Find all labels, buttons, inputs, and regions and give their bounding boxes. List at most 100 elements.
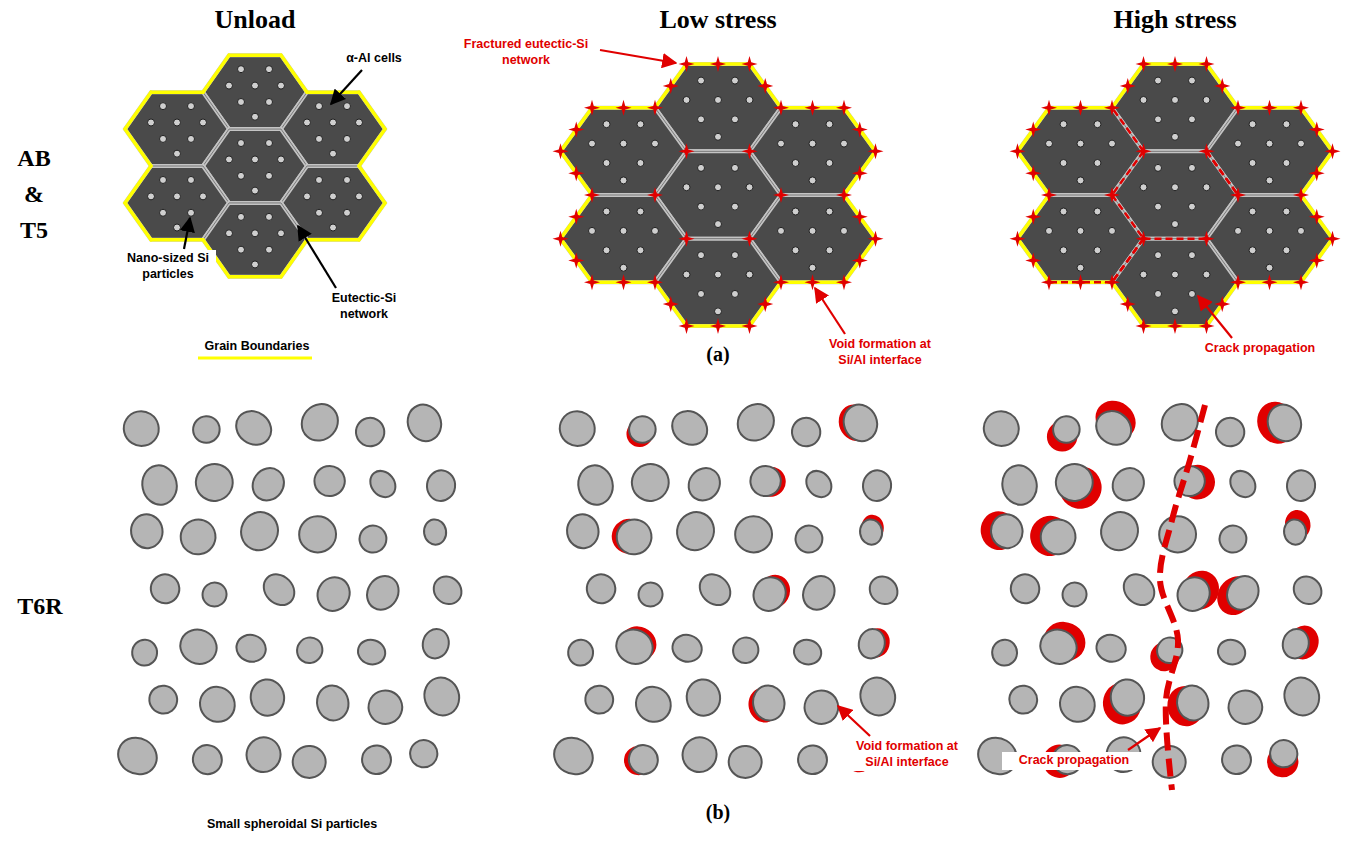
nano-si-particle [1172,271,1179,278]
si-particle [1225,466,1260,502]
grain-boundary [281,240,307,277]
fracture-star [553,143,569,159]
nano-si-particle [826,247,833,254]
crack-path [1112,195,1144,239]
si-particle [728,745,763,779]
fracture-star [1136,231,1152,247]
nano-si-particle [316,135,323,142]
si-particle [294,397,345,448]
nano-si-particle [1266,227,1273,234]
grain-boundary [561,239,593,283]
nano-si-particle [1283,247,1290,254]
si-particle [999,462,1040,508]
si-particle [855,673,900,720]
annotation-label: Crack propagation [1188,340,1332,358]
nano-si-particle [174,193,181,200]
nano-si-particle [238,172,245,179]
nano-si-particle [778,227,785,234]
nano-si-particle [356,193,363,200]
nano-si-particle [252,230,259,237]
fracture-star [1309,122,1325,138]
nano-si-particle [344,209,351,216]
crack-path [1112,239,1144,283]
grain-boundary [1018,151,1050,195]
nano-si-particle [1203,184,1210,191]
fracture-star [836,100,852,116]
si-particle [1093,631,1129,665]
grain-boundary [229,53,281,57]
nano-si-particle [1140,271,1147,278]
si-particle [242,733,285,776]
fracture-star [1041,274,1057,290]
si-particle [1172,571,1216,616]
annotation-label: Crack propagation [1002,752,1146,770]
grain-boundary [1112,282,1144,326]
row-label: AB & T5 [10,140,58,248]
grain-boundary [1301,195,1333,239]
fracture-star [1214,78,1230,94]
fracture-star [1199,231,1215,247]
grain-boundary [151,90,203,94]
nano-si-particle [746,271,753,278]
grain-boundary [359,166,385,203]
si-particle [623,739,664,780]
si-particle [1217,523,1249,555]
nano-si-particle [1188,116,1195,123]
si-particle [175,624,222,670]
nano-si-particle [174,150,181,157]
fracture-star [852,209,868,225]
fracture-star [616,100,632,116]
si-particle-field [547,397,903,782]
panel-letter: (b) [688,800,748,825]
nano-si-particle [698,252,705,259]
nano-si-particle [200,119,207,126]
nano-si-particle [1283,159,1290,166]
nano-si-particle [1235,140,1242,147]
fracture-star [852,252,868,268]
si-particle [610,513,659,562]
fracture-star [1214,296,1230,312]
si-particle [1279,626,1312,661]
nano-si-particle [278,156,285,163]
fracture-star [584,100,600,116]
si-particle [419,673,464,720]
si-particle-field [971,393,1327,785]
nano-si-particle [148,119,155,126]
fracture-star [1199,56,1215,72]
nano-si-particle [637,208,644,215]
nano-si-particle [792,121,799,128]
si-particle [625,457,677,509]
grain-boundary [750,282,782,326]
grain-boundary [1018,108,1050,152]
nano-si-particle [330,193,337,200]
fracture-star [868,143,884,159]
nano-si-particle [1109,140,1116,147]
nano-si-particle [1140,96,1147,103]
nano-si-particle [188,103,195,110]
nano-si-particle [316,209,323,216]
si-particle [258,568,301,611]
grain-boundary [1018,239,1050,283]
nano-si-particle [174,119,181,126]
nano-si-particle [683,271,690,278]
grain-boundary [359,203,385,240]
si-particle [694,568,737,611]
nano-si-particle [188,135,195,142]
nano-si-particle [278,82,285,89]
si-particle [246,462,290,507]
annotation-label: Grain Boundaries [185,338,329,356]
nano-si-particle [778,140,785,147]
nano-si-particle [1203,271,1210,278]
nano-si-particle [1283,208,1290,215]
grain-boundary [844,108,876,152]
nano-si-particle [356,119,363,126]
leader-arrow [600,50,676,63]
nano-si-particle [731,116,738,123]
nano-si-particle [1094,159,1101,166]
si-particle [111,731,163,782]
si-particle [1089,404,1137,452]
row-label: T6R [5,588,75,624]
nano-si-particle [603,159,610,166]
eutectic-si-network [1112,239,1238,326]
si-particle [312,571,356,616]
